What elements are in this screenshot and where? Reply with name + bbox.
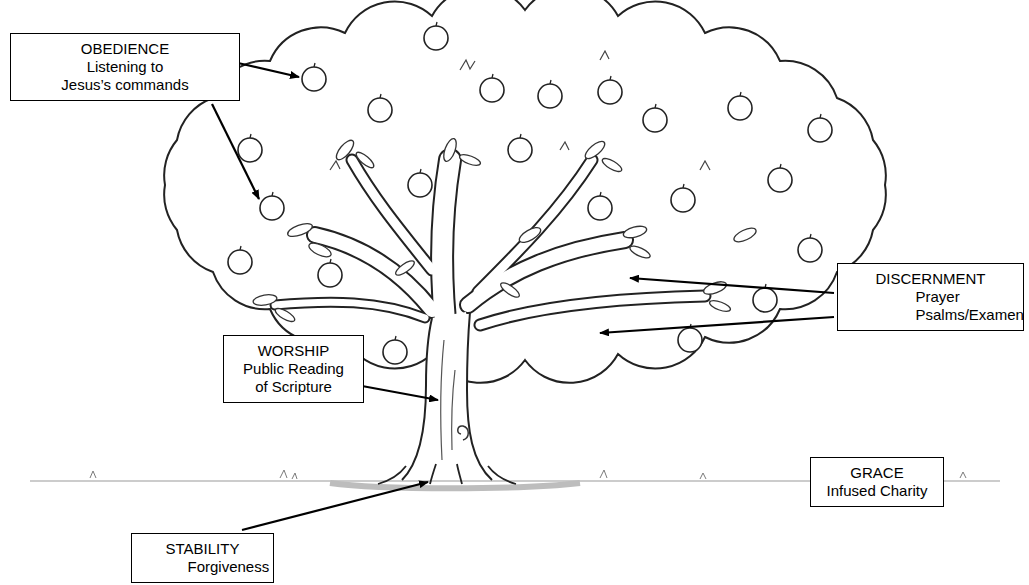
apple — [480, 78, 504, 102]
trunk-edge — [467, 312, 492, 480]
callout-text: Forgiveness — [188, 558, 218, 576]
text-word: Forgiveness — [188, 558, 270, 575]
callout-text: Listening to Jesus’s commands — [61, 58, 189, 94]
branch-fills — [275, 160, 705, 340]
leader-arrow — [212, 104, 259, 199]
apple — [238, 138, 262, 162]
apple — [260, 196, 284, 220]
callout-heading: WORSHIP — [232, 342, 355, 360]
callout-box: STABILITYForgiveness — [131, 533, 274, 583]
callout-heading: OBEDIENCE — [19, 40, 231, 58]
leaf — [628, 244, 651, 261]
bark-swirl — [458, 426, 468, 440]
text-word: to — [151, 58, 164, 75]
apples — [228, 26, 832, 364]
ground-shadow — [330, 483, 580, 488]
leaf — [307, 240, 333, 259]
text-word: commands — [115, 76, 188, 93]
apple — [538, 84, 562, 108]
leader-arrow — [238, 63, 299, 77]
leaf — [354, 150, 376, 170]
leaf — [702, 279, 728, 297]
apple — [768, 168, 792, 192]
leader-arrow — [362, 386, 438, 400]
branch — [478, 160, 592, 292]
branch — [352, 160, 432, 270]
branch — [442, 160, 450, 340]
callout-box: GRACEInfused Charity — [810, 457, 944, 507]
text-word: Jesus’s — [61, 76, 111, 93]
callout-text: Prayer Psalms/Examen — [916, 288, 946, 324]
branch — [275, 302, 425, 318]
text-word: of — [255, 378, 268, 395]
apple — [798, 238, 822, 262]
leader-arrow — [630, 278, 834, 293]
canopy-texture — [330, 51, 710, 170]
leaf — [517, 225, 543, 246]
callout-box: DISCERNMENTPrayer Psalms/Examen — [837, 263, 1024, 331]
text-word: Public — [243, 360, 284, 377]
apple — [671, 188, 695, 212]
apple — [643, 108, 667, 132]
leader-arrows — [212, 63, 834, 530]
apple — [368, 98, 392, 122]
branch — [442, 160, 450, 340]
apple — [302, 67, 326, 91]
text-word: Infused — [827, 482, 876, 499]
apple — [508, 138, 532, 162]
leaf — [333, 138, 356, 163]
callout-box: WORSHIPPublic Reading of Scripture — [223, 335, 364, 403]
apple — [678, 328, 702, 352]
leaf — [273, 306, 296, 324]
leaf — [708, 298, 731, 313]
callout-heading: GRACE — [819, 464, 935, 482]
branch — [480, 296, 705, 325]
text-word: Psalms/Examen — [916, 306, 1024, 323]
apple — [383, 340, 407, 364]
leaf — [732, 225, 758, 244]
tree-canopy — [164, 0, 886, 383]
leaf — [252, 293, 277, 307]
text-word: Reading — [288, 360, 344, 377]
apple-stems — [240, 22, 821, 340]
leader-arrow — [242, 482, 428, 530]
apple — [228, 250, 252, 274]
leaf — [600, 156, 623, 174]
apple — [318, 263, 342, 287]
leaf — [441, 137, 459, 163]
branch-outlines — [275, 160, 705, 340]
text-word: Listening — [87, 58, 147, 75]
text-word: Prayer — [916, 288, 960, 305]
branch — [275, 302, 425, 318]
tree-roots — [378, 464, 516, 484]
callout-text: Infused Charity — [827, 482, 928, 500]
leaf — [286, 221, 314, 239]
apple — [408, 173, 432, 197]
leaf — [499, 280, 522, 299]
apple — [424, 26, 448, 50]
text-word: Charity — [880, 482, 928, 499]
text-word: Scripture — [272, 378, 332, 395]
branch — [478, 160, 592, 292]
leaf — [458, 152, 481, 167]
apple — [588, 196, 612, 220]
leader-arrow — [600, 317, 834, 333]
branch — [480, 296, 705, 325]
leaf — [622, 224, 648, 240]
apple — [598, 80, 622, 104]
leaves — [252, 137, 758, 324]
leaf — [394, 258, 417, 277]
callout-heading: DISCERNMENT — [846, 270, 1015, 288]
bark-lines — [441, 340, 455, 460]
apple — [808, 118, 832, 142]
apple — [728, 96, 752, 120]
callout-box: OBEDIENCEListening to Jesus’s commands — [10, 33, 240, 101]
callout-heading: STABILITY — [140, 540, 265, 558]
callout-text: Public Reading of Scripture — [243, 360, 344, 396]
apple — [753, 288, 777, 312]
